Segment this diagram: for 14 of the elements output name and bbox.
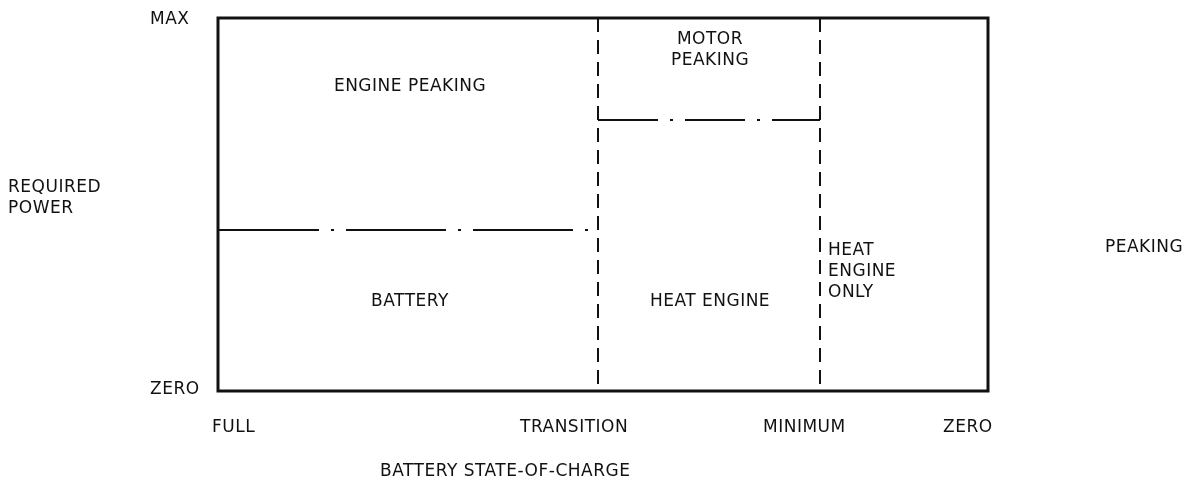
region-label: ENGINE PEAKING (333, 74, 487, 96)
region-label: BATTERY (371, 289, 449, 311)
axis-tick-label: ZERO (150, 378, 200, 399)
axis-tick-label: MINIMUM (763, 416, 846, 437)
side-label: PEAKING (1105, 236, 1184, 257)
axis-title: REQUIRED POWER (8, 176, 103, 218)
region-label: HEAT ENGINE ONLY (828, 238, 898, 302)
region-label: HEAT ENGINE (649, 289, 771, 311)
axis-tick-label: FULL (212, 416, 256, 437)
axis-tick-label: ZERO (943, 416, 993, 437)
region-label: MOTOR PEAKING (669, 28, 751, 70)
axis-tick-label: TRANSITION (520, 416, 629, 437)
axis-tick-label: MAX (150, 8, 190, 29)
axis-title: BATTERY STATE-OF-CHARGE (380, 460, 631, 481)
